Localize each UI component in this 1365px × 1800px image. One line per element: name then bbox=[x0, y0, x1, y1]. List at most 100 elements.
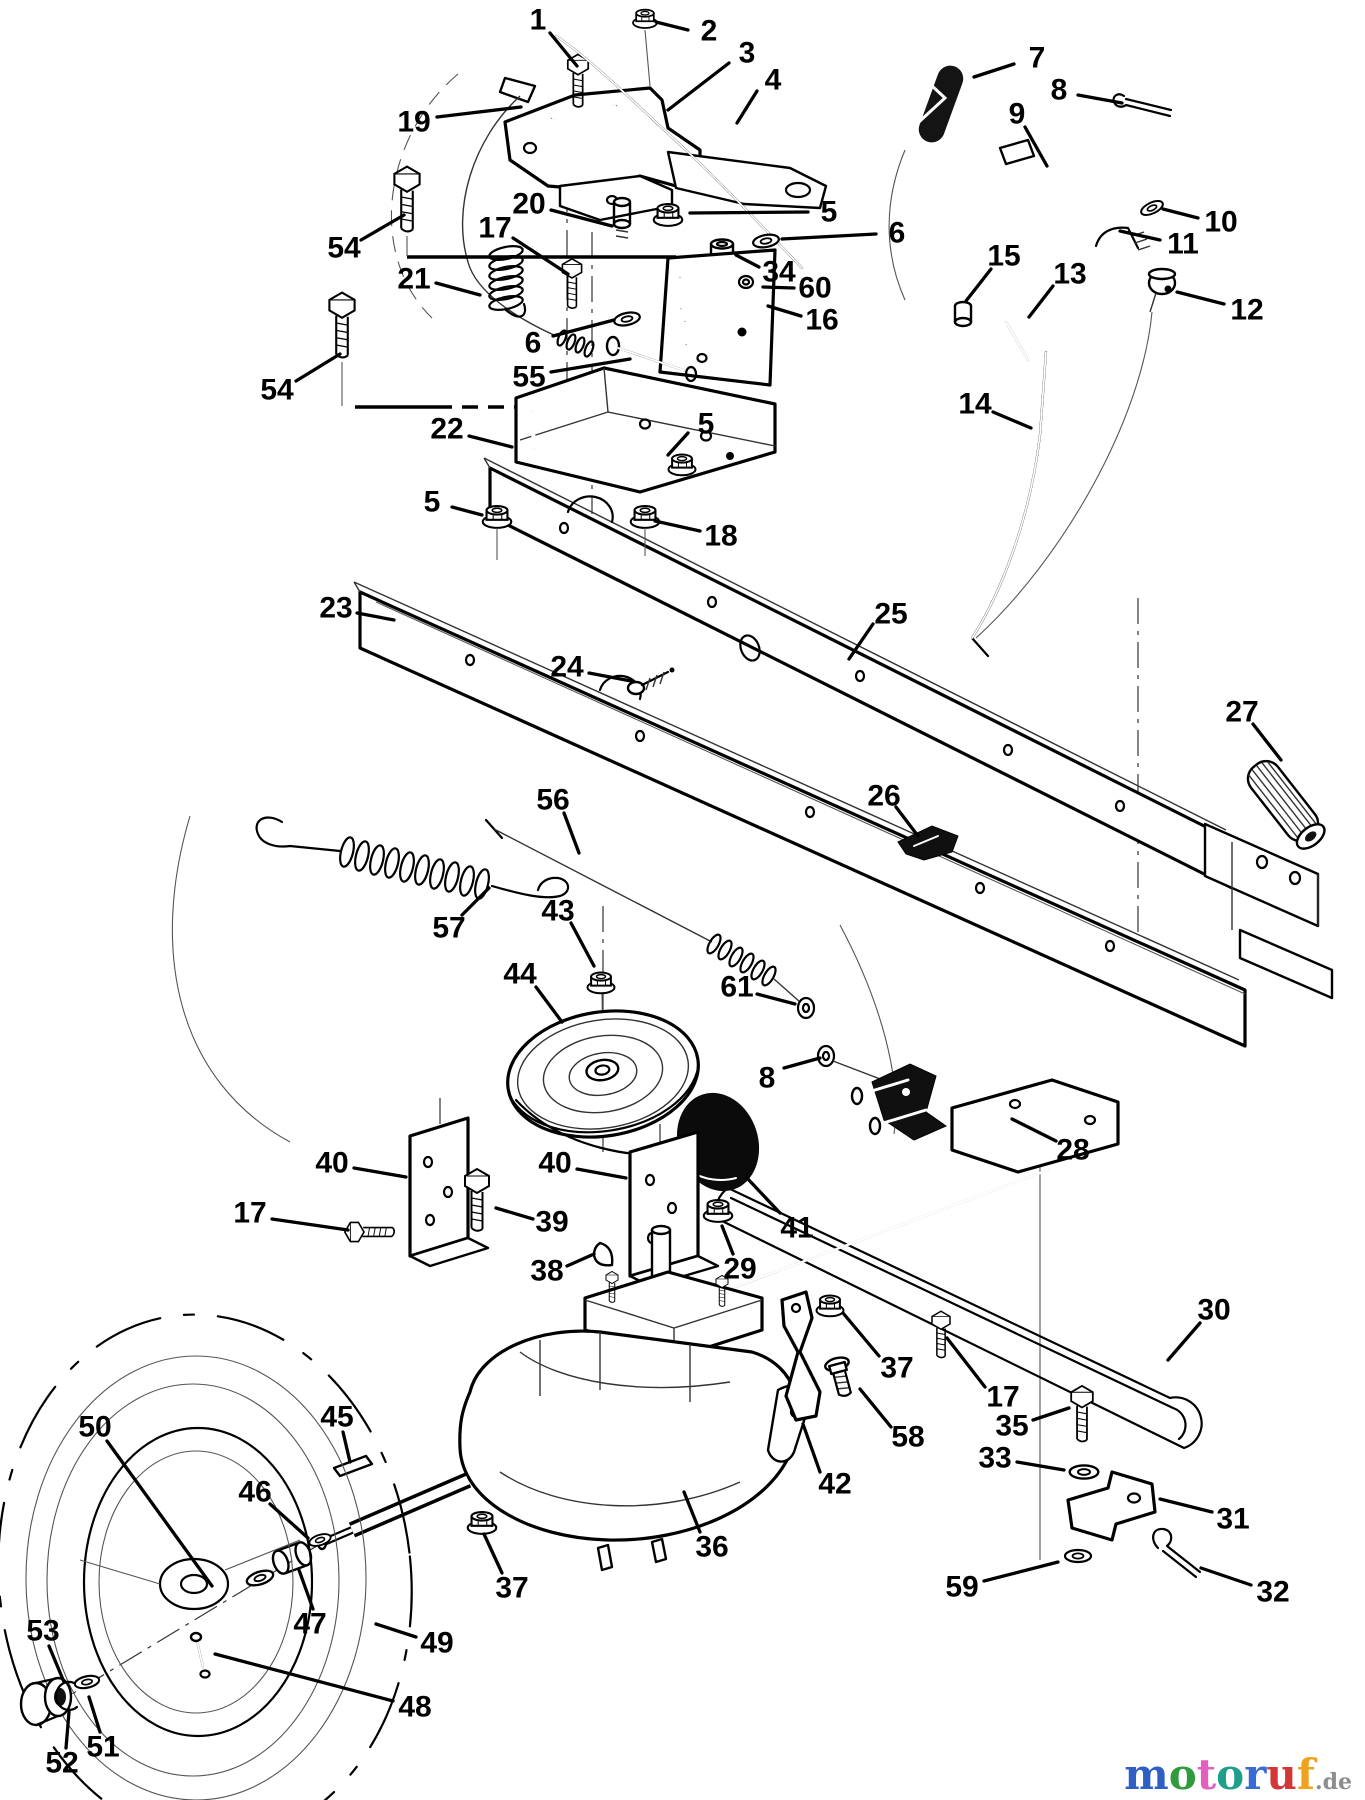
bolt-35 bbox=[1070, 1385, 1094, 1443]
callout-label-29: 29 bbox=[723, 1253, 756, 1286]
nut-5 bbox=[667, 453, 697, 477]
right-fasteners bbox=[780, 1290, 1202, 1579]
callout-leader-28 bbox=[1010, 1117, 1058, 1143]
callout-label-6a: 6 bbox=[889, 217, 906, 250]
callout-leader-53 bbox=[47, 1644, 66, 1684]
callout-label-12: 12 bbox=[1230, 294, 1263, 327]
callout-label-45: 45 bbox=[320, 1401, 353, 1434]
callout-leader-49 bbox=[374, 1622, 418, 1639]
callout-label-50: 50 bbox=[78, 1411, 111, 1444]
callout-label-59: 59 bbox=[945, 1571, 978, 1604]
bracket-31 bbox=[1066, 1470, 1157, 1542]
nut-5 bbox=[481, 504, 513, 529]
nut-2 bbox=[632, 8, 658, 29]
screw-58 bbox=[824, 1356, 852, 1397]
callout-label-17b: 17 bbox=[233, 1197, 266, 1230]
shift-bracket-assembly bbox=[461, 8, 828, 358]
callout-label-13: 13 bbox=[1053, 258, 1086, 291]
callout-leader-11 bbox=[1118, 229, 1162, 242]
callout-leader-50 bbox=[105, 1439, 214, 1588]
callout-label-41: 41 bbox=[780, 1212, 813, 1245]
callout-leader-6a bbox=[780, 232, 878, 241]
callout-label-5b: 5 bbox=[424, 486, 441, 519]
callout-leader-61 bbox=[755, 992, 797, 1006]
washer-10 bbox=[1138, 197, 1166, 219]
callout-label-17a: 17 bbox=[478, 212, 511, 245]
callout-label-5c: 5 bbox=[698, 408, 715, 441]
callout-leader-60 bbox=[761, 285, 796, 290]
cotter-pin-8 bbox=[1112, 93, 1173, 118]
control-rods bbox=[891, 65, 1177, 658]
callout-label-48: 48 bbox=[398, 1691, 431, 1724]
bracket-40 bbox=[408, 1116, 490, 1268]
rear-wheel bbox=[0, 1313, 413, 1800]
cap-nut-53 bbox=[19, 1676, 73, 1727]
callout-leader-5a bbox=[688, 210, 810, 215]
callout-leader-26 bbox=[894, 805, 920, 838]
callout-label-58: 58 bbox=[891, 1421, 924, 1454]
ferrule-15 bbox=[953, 300, 973, 328]
callout-label-27: 27 bbox=[1225, 696, 1258, 729]
nut-18 bbox=[629, 504, 661, 529]
bracket-22 bbox=[514, 366, 777, 494]
callout-label-3: 3 bbox=[739, 37, 756, 70]
callout-leader-55 bbox=[549, 357, 632, 374]
tire-49 bbox=[0, 1313, 413, 1800]
spring-57 bbox=[255, 816, 570, 900]
callout-label-52: 52 bbox=[45, 1747, 78, 1780]
callout-leader-57 bbox=[460, 886, 491, 917]
callout-leader-46 bbox=[268, 1502, 310, 1540]
callout-label-19: 19 bbox=[397, 106, 430, 139]
callout-leader-15 bbox=[964, 267, 993, 303]
callout-label-35: 35 bbox=[995, 1410, 1028, 1443]
callout-leader-4 bbox=[735, 89, 759, 125]
callout-label-4: 4 bbox=[765, 64, 782, 97]
key-45 bbox=[332, 1454, 374, 1478]
callout-label-15: 15 bbox=[987, 240, 1020, 273]
callout-label-60: 60 bbox=[798, 272, 831, 305]
callout-label-42: 42 bbox=[818, 1468, 851, 1501]
motoruf-logo[interactable]: motoruf.de bbox=[1124, 1750, 1352, 1799]
bracket-28 bbox=[950, 1078, 1120, 1174]
mid-hardware bbox=[328, 165, 781, 560]
callout-leader-13 bbox=[1027, 284, 1055, 319]
callout-label-2: 2 bbox=[701, 15, 718, 48]
callout-leader-10 bbox=[1161, 207, 1200, 220]
transaxle-36 bbox=[243, 1224, 812, 1590]
callout-label-36: 36 bbox=[695, 1531, 728, 1564]
callout-label-23: 23 bbox=[319, 592, 352, 625]
eyelet-8 bbox=[816, 1044, 836, 1068]
callout-label-49: 49 bbox=[420, 1627, 453, 1660]
callout-leader-30 bbox=[1166, 1321, 1202, 1362]
washer-46 bbox=[306, 1530, 334, 1550]
washer-33 bbox=[1068, 1464, 1100, 1480]
callout-label-14: 14 bbox=[958, 388, 992, 421]
pin-55 bbox=[605, 335, 698, 383]
callout-label-44: 44 bbox=[503, 958, 537, 991]
shoulder-bolt-20 bbox=[612, 196, 632, 239]
callout-label-18: 18 bbox=[704, 520, 737, 553]
grip-27 bbox=[1246, 759, 1326, 850]
callout-leader-32 bbox=[1199, 1566, 1253, 1587]
callout-leader-48 bbox=[213, 1652, 395, 1703]
cotter-pin-32 bbox=[1152, 1527, 1202, 1579]
callout-label-61: 61 bbox=[720, 971, 753, 1004]
cable-spring-19 bbox=[556, 329, 595, 358]
eyelet-61 bbox=[796, 996, 816, 1020]
bushing-47 bbox=[271, 1541, 313, 1575]
callout-label-40a: 40 bbox=[315, 1147, 348, 1180]
callout-label-34: 34 bbox=[762, 256, 796, 289]
callout-leader-36 bbox=[682, 1490, 702, 1534]
callout-leader-34 bbox=[734, 253, 761, 269]
callout-leader-52 bbox=[64, 1710, 71, 1750]
plate-16 bbox=[658, 248, 777, 387]
callout-label-57: 57 bbox=[432, 912, 465, 945]
e-ring-52 bbox=[54, 1680, 79, 1712]
support-bracket-3 bbox=[503, 86, 702, 192]
callout-leader-21 bbox=[434, 281, 482, 297]
callout-label-26: 26 bbox=[867, 780, 900, 813]
callout-leader-40a bbox=[352, 1166, 408, 1179]
callout-label-5a: 5 bbox=[821, 196, 838, 229]
spring-61 bbox=[706, 933, 777, 987]
callout-leader-44 bbox=[534, 985, 564, 1024]
